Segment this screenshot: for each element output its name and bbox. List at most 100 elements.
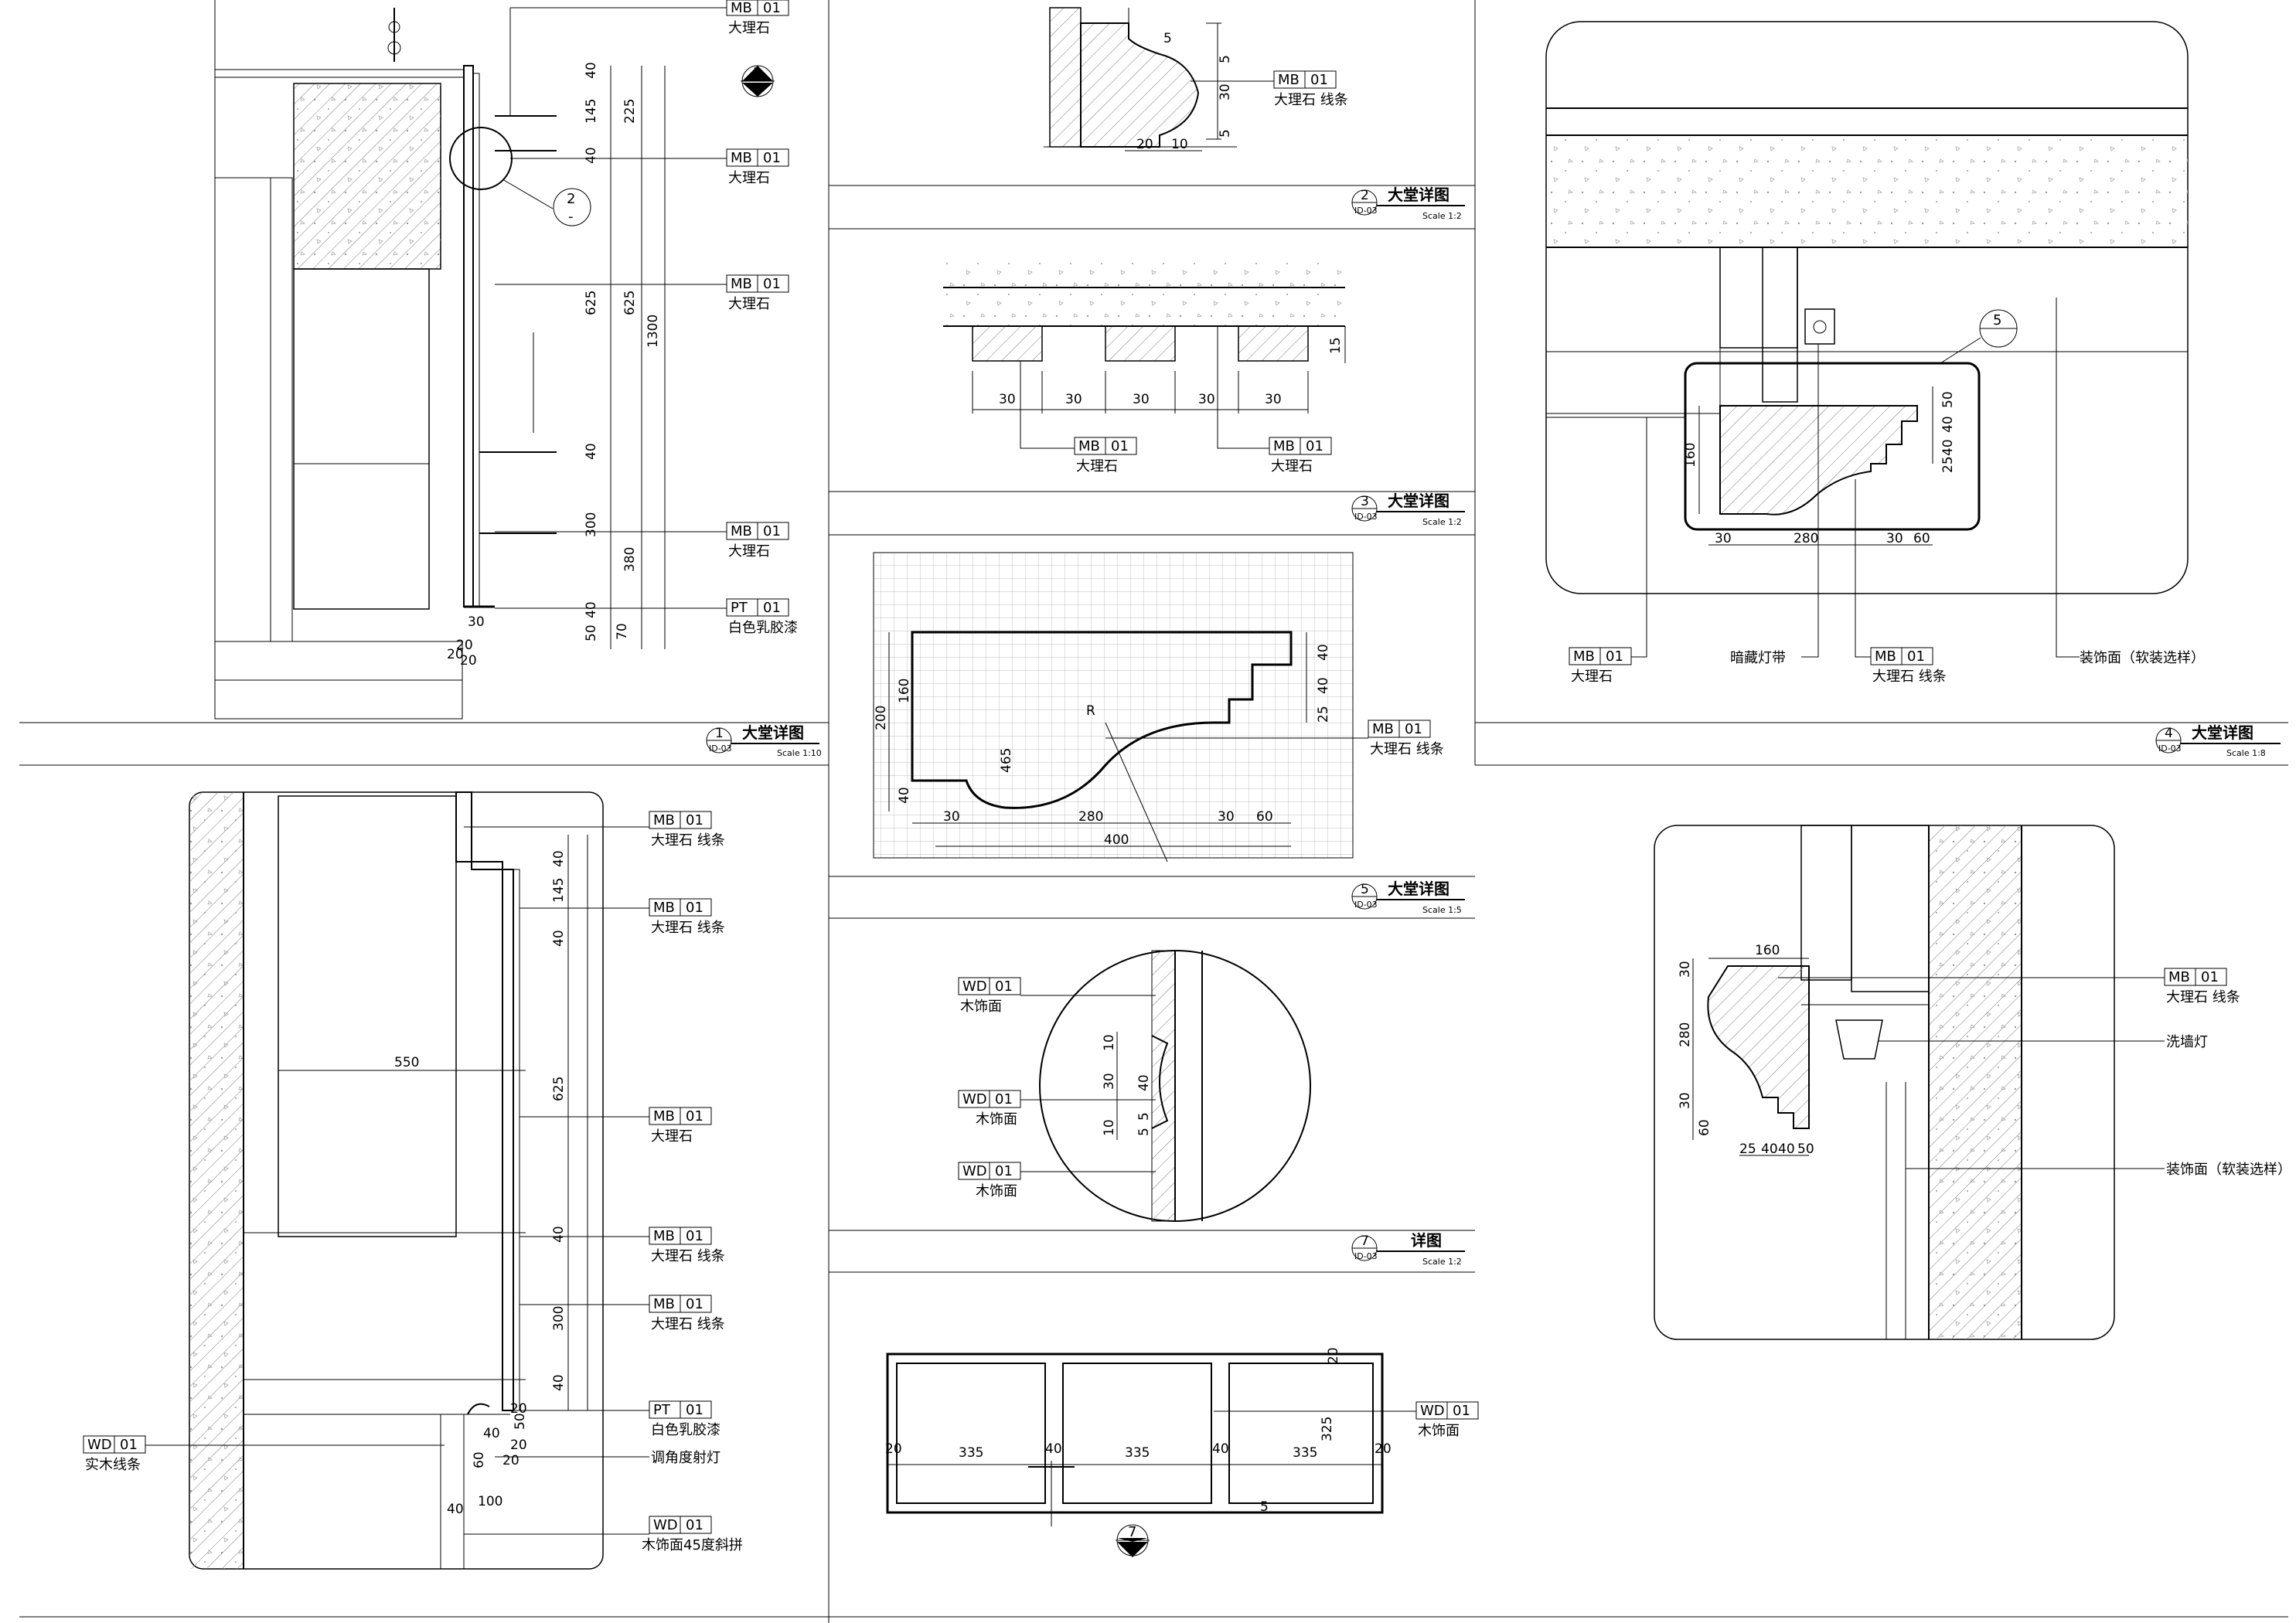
svg-text:5: 5 bbox=[1136, 1128, 1152, 1136]
svg-text:ID-03: ID-03 bbox=[709, 743, 732, 754]
svg-text:20: 20 bbox=[1326, 1347, 1341, 1364]
svg-text:25: 25 bbox=[1739, 1142, 1756, 1157]
svg-text:大理石: 大理石 bbox=[1271, 458, 1313, 475]
svg-text:40: 40 bbox=[1045, 1441, 1062, 1457]
svg-text:20: 20 bbox=[1136, 137, 1153, 152]
svg-text:MB: MB bbox=[1875, 648, 1896, 665]
svg-text:40: 40 bbox=[1316, 644, 1331, 661]
d1-dim: 70 bbox=[615, 623, 630, 640]
svg-text:10: 10 bbox=[1171, 137, 1188, 152]
svg-text:40: 40 bbox=[551, 930, 567, 947]
detail-5-profile: R 200 160 40 30 280 30 60 400 40 40 25 4… bbox=[873, 552, 1465, 915]
svg-text:MB: MB bbox=[2168, 969, 2190, 985]
svg-text:60: 60 bbox=[1913, 531, 1930, 546]
svg-text:Scale 1:8: Scale 1:8 bbox=[2226, 748, 2266, 758]
d1-dim: 625 bbox=[584, 291, 599, 315]
svg-text:335: 335 bbox=[1293, 1445, 1317, 1461]
svg-text:2: 2 bbox=[1361, 188, 1369, 203]
svg-text:01: 01 bbox=[763, 276, 781, 292]
svg-text:01: 01 bbox=[1453, 1403, 1470, 1419]
svg-text:5: 5 bbox=[1993, 312, 2001, 328]
svg-text:30: 30 bbox=[999, 392, 1016, 407]
svg-text:ID-03: ID-03 bbox=[2158, 743, 2182, 754]
svg-text:01: 01 bbox=[763, 600, 781, 616]
svg-text:01: 01 bbox=[1907, 648, 1925, 665]
svg-text:R: R bbox=[1086, 703, 1095, 719]
d9-tag-mb: MB 01 大理石 线条 bbox=[1778, 968, 2240, 1005]
svg-text:01: 01 bbox=[995, 978, 1013, 995]
svg-text:MB: MB bbox=[653, 812, 675, 829]
d1-dim: 50 bbox=[584, 624, 599, 641]
svg-text:大理石 线条: 大理石 线条 bbox=[1370, 741, 1444, 757]
svg-text:大理石: 大理石 bbox=[728, 543, 770, 560]
d9-wall-washer: 洗墙灯 bbox=[1879, 1034, 2208, 1050]
svg-text:30: 30 bbox=[1102, 1073, 1117, 1090]
svg-text:WD: WD bbox=[962, 1163, 987, 1179]
svg-text:暗藏灯带: 暗藏灯带 bbox=[1730, 650, 1786, 666]
svg-text:5: 5 bbox=[1163, 31, 1172, 46]
svg-text:木饰面: 木饰面 bbox=[976, 1111, 1017, 1128]
svg-text:1: 1 bbox=[715, 726, 724, 741]
svg-text:ID-03: ID-03 bbox=[1354, 206, 1378, 216]
svg-text:50: 50 bbox=[513, 1413, 528, 1430]
svg-text:5: 5 bbox=[1218, 55, 1233, 63]
svg-text:15: 15 bbox=[1328, 337, 1344, 354]
svg-text:WD: WD bbox=[653, 1517, 678, 1533]
svg-text:50: 50 bbox=[1940, 391, 1956, 408]
svg-text:大堂详图: 大堂详图 bbox=[1388, 185, 1449, 204]
svg-text:MB: MB bbox=[1273, 438, 1295, 454]
svg-text:25: 25 bbox=[1316, 706, 1331, 723]
d4-hidden-strip: 暗藏灯带 bbox=[1730, 344, 1819, 666]
svg-text:MB: MB bbox=[1278, 72, 1300, 88]
svg-text:20: 20 bbox=[510, 1401, 527, 1417]
svg-text:01: 01 bbox=[686, 1296, 703, 1312]
svg-text:白色乳胶漆: 白色乳胶漆 bbox=[728, 620, 798, 636]
detail-3-title: 3 ID-03 大堂详图 Scale 1:2 bbox=[1351, 492, 1465, 527]
d1-dim: 30 bbox=[468, 614, 485, 630]
svg-text:30: 30 bbox=[1218, 83, 1233, 100]
svg-text:01: 01 bbox=[1111, 438, 1129, 454]
svg-text:01: 01 bbox=[763, 523, 781, 539]
svg-text:木饰面: 木饰面 bbox=[960, 999, 1002, 1015]
d1-dim: 40 bbox=[584, 147, 599, 164]
d1-tag-mb-4: MB 01 大理石 bbox=[495, 522, 789, 560]
svg-text:01: 01 bbox=[2201, 969, 2219, 985]
svg-text:MB: MB bbox=[731, 523, 752, 539]
svg-text:Scale 1:2: Scale 1:2 bbox=[1422, 1257, 1462, 1267]
svg-text:50: 50 bbox=[1797, 1142, 1814, 1157]
svg-text:4: 4 bbox=[2165, 726, 2173, 741]
svg-text:30: 30 bbox=[1198, 392, 1215, 407]
svg-text:Scale 1:2: Scale 1:2 bbox=[1422, 211, 1462, 221]
svg-text:调角度射灯: 调角度射灯 bbox=[651, 1450, 720, 1466]
svg-text:60: 60 bbox=[1697, 1119, 1712, 1136]
svg-text:40: 40 bbox=[1940, 439, 1956, 456]
svg-text:60: 60 bbox=[1256, 809, 1273, 825]
d1-dim: 380 bbox=[622, 547, 638, 572]
svg-text:7: 7 bbox=[1361, 1233, 1369, 1249]
svg-text:装饰面（软装选样）: 装饰面（软装选样） bbox=[2080, 650, 2205, 666]
detail-4-title: 4 ID-03 大堂详图 Scale 1:8 bbox=[2155, 723, 2281, 758]
svg-text:木饰面45度斜拼: 木饰面45度斜拼 bbox=[642, 1537, 743, 1553]
svg-text:大堂详图: 大堂详图 bbox=[1388, 880, 1449, 898]
svg-text:40: 40 bbox=[483, 1426, 500, 1441]
d1-dim: 40 bbox=[584, 443, 599, 460]
svg-text:01: 01 bbox=[1405, 721, 1422, 737]
svg-text:详图: 详图 bbox=[1411, 1231, 1442, 1250]
detail-7-title: 7 ID-03 详图 Scale 1:2 bbox=[1351, 1231, 1465, 1267]
svg-text:01: 01 bbox=[1606, 648, 1623, 665]
svg-text:大理石 线条: 大理石 线条 bbox=[2166, 989, 2240, 1005]
svg-text:MB: MB bbox=[731, 0, 752, 16]
svg-text:160: 160 bbox=[897, 679, 912, 703]
